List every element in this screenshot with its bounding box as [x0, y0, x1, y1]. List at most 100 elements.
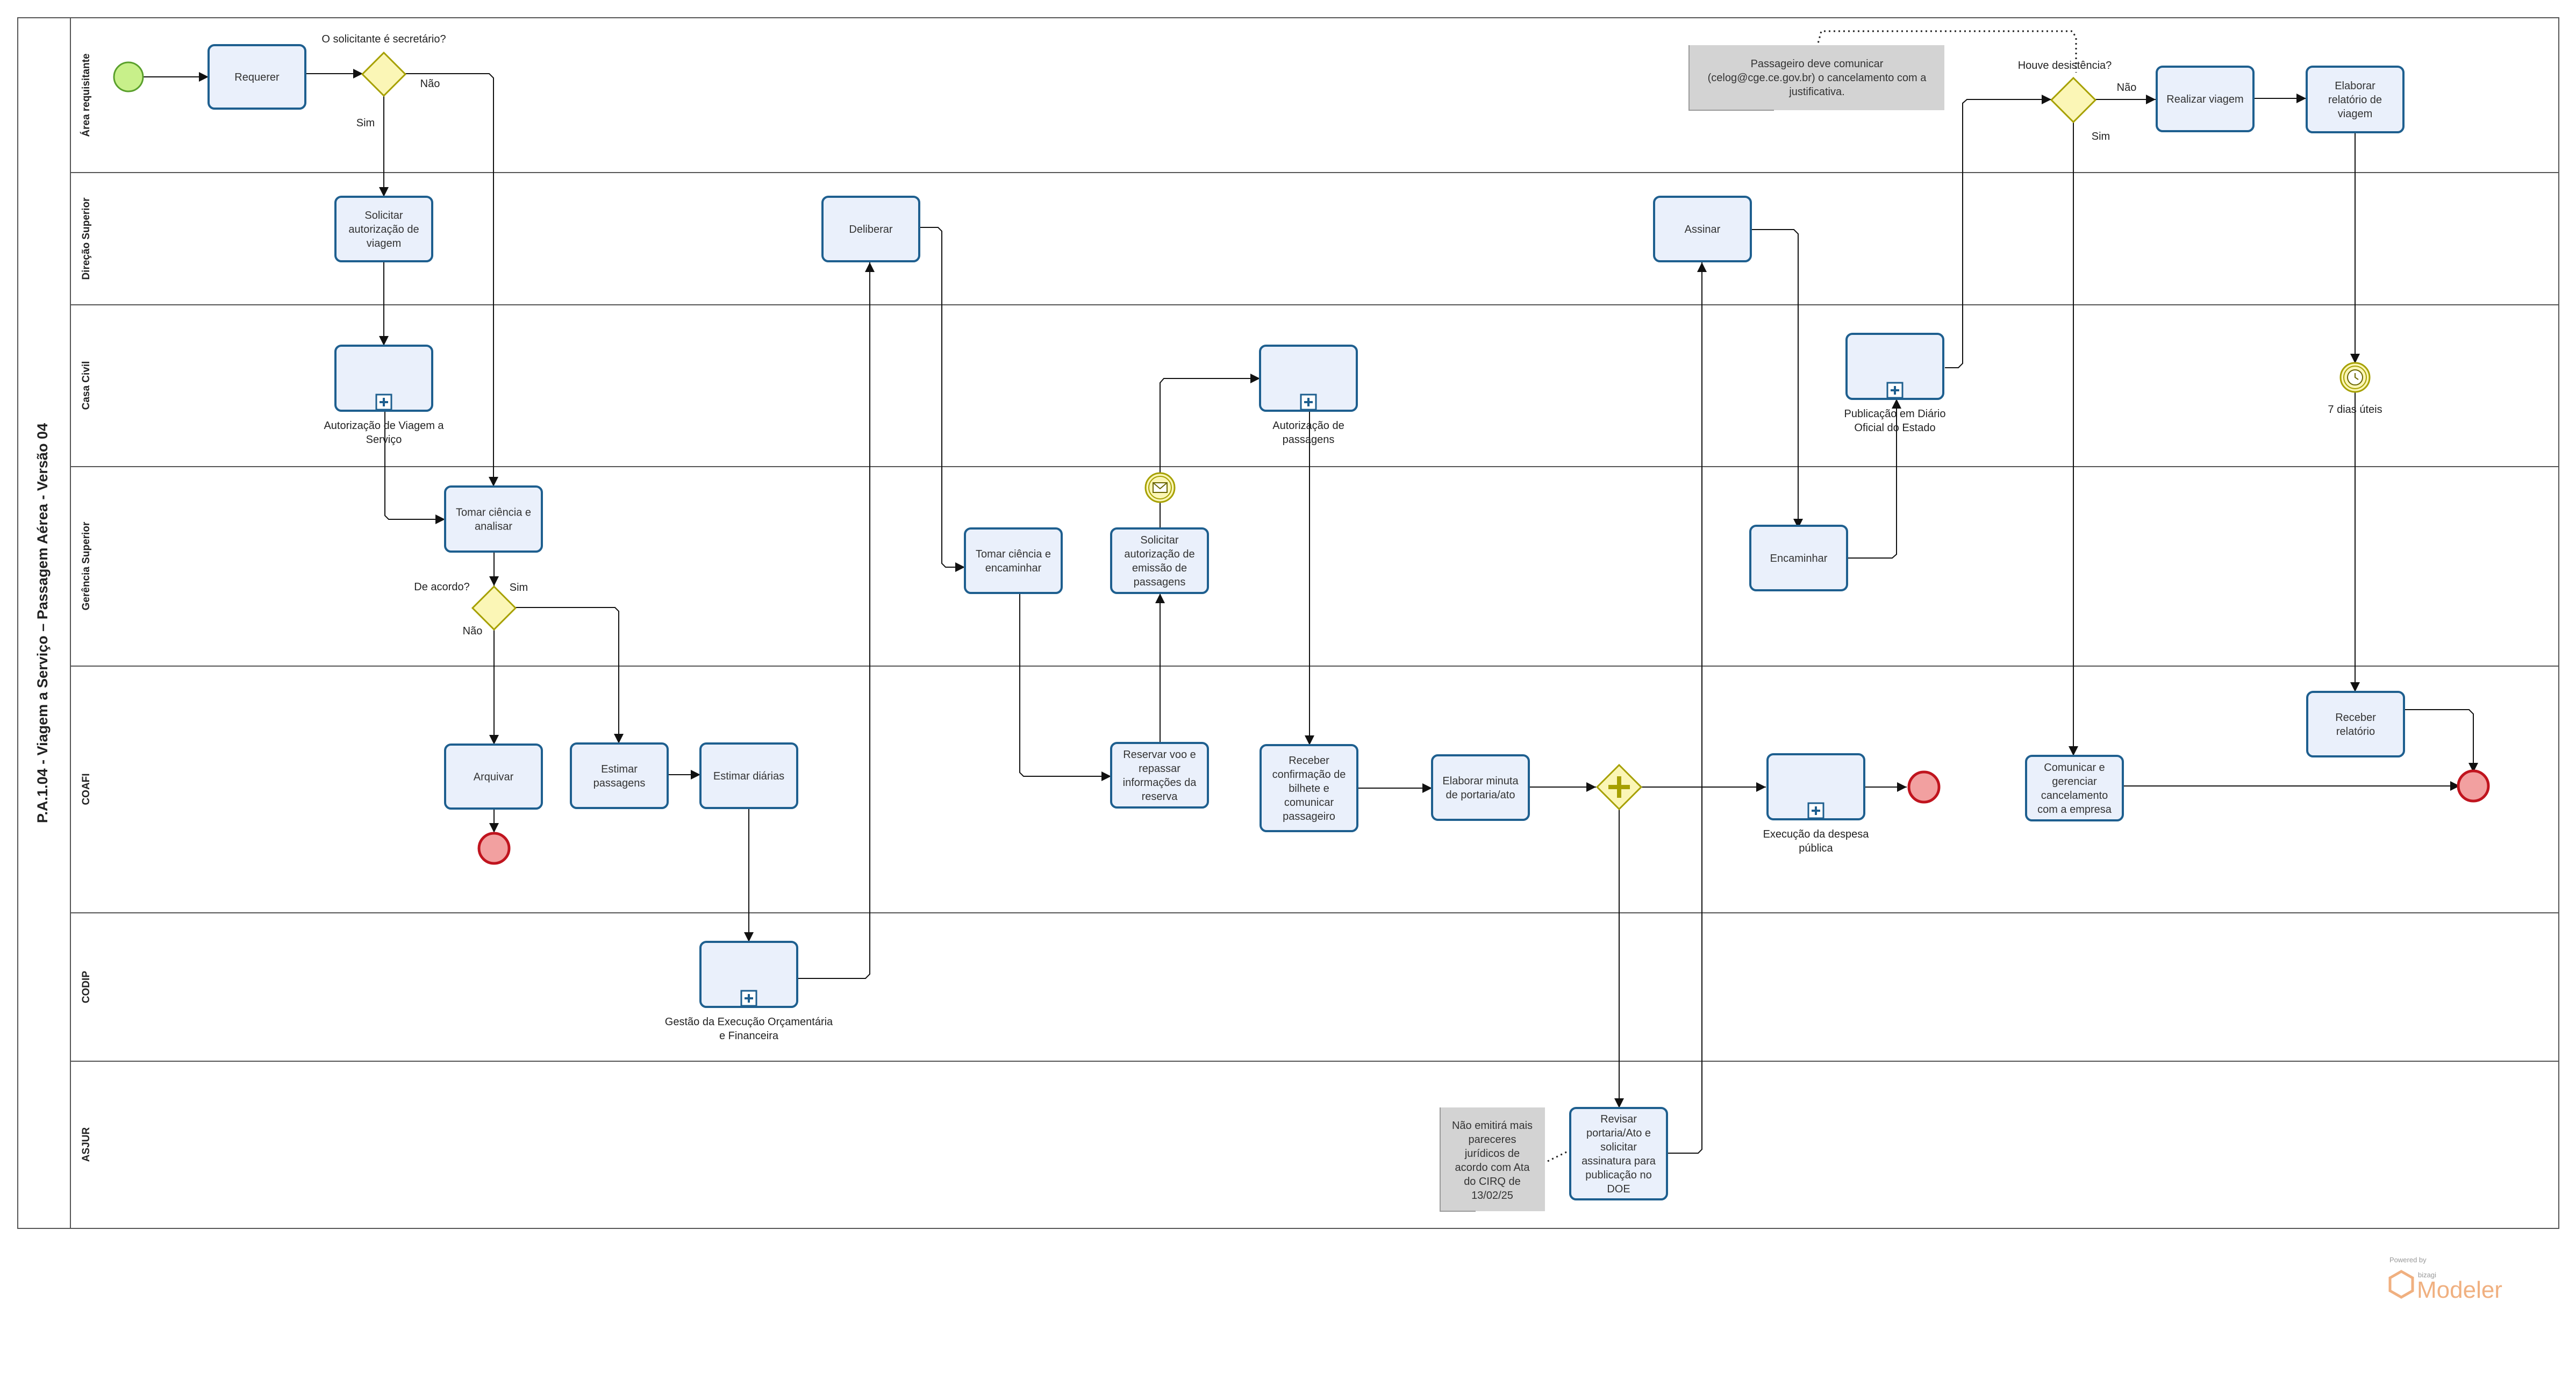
note-asjur-line-4: acordo com Ata — [1455, 1162, 1530, 1174]
subprocess-gestao-execucao[interactable] — [699, 941, 798, 1008]
flow-label-sim-3: Sim — [2092, 131, 2110, 142]
task-label-encaminhar-line-1: Encaminhar — [1770, 553, 1828, 564]
subprocess-autorizacao-viagem[interactable] — [334, 345, 433, 412]
task-label-solicitar-autorizacao-line-1: Solicitar — [364, 210, 403, 221]
task-label-reservar-voo-line-1: Reservar voo e — [1123, 749, 1196, 761]
task-label-reservar-voo-line-3: informações da — [1123, 777, 1197, 789]
message-intermediate-event[interactable] — [1144, 472, 1176, 503]
end-event-execucao[interactable] — [1907, 770, 1941, 804]
flow-autorizacao-to-tomar-ciencia — [384, 411, 445, 524]
subprocess-label-gestao-execucao-line-1: Gestão da Execução Orçamentária — [665, 1016, 833, 1028]
task-label-assinar-line-1: Assinar — [1685, 224, 1721, 235]
task-requerer[interactable]: Requerer — [207, 44, 306, 110]
subprocess-autorizacao-passagens[interactable] — [1259, 345, 1358, 412]
task-label-comunicar-gerenciar-line-1: Comunicar e — [2044, 762, 2105, 774]
subprocess-label-execucao-despesa-line-1: Execução da despesa — [1763, 828, 1870, 840]
task-label-comunicar-gerenciar-line-3: cancelamento — [2041, 790, 2108, 802]
task-label-deliberar-line-1: Deliberar — [849, 224, 892, 235]
association-note-asjur — [1547, 1149, 1570, 1162]
task-label-solicitar-autorizacao-line-3: viagem — [367, 238, 401, 249]
subprocess-label-gestao-execucao-line-2: e Financeira — [719, 1030, 779, 1042]
task-label-estimar-passagens-line-1: Estimar — [601, 763, 638, 775]
flow-receber-relatorio-to-end — [2405, 709, 2478, 773]
task-estimar-passagens[interactable]: Estimar passagens — [570, 742, 669, 809]
flow-label-sim-2: Sim — [510, 582, 528, 594]
task-label-receber-confirmacao-line-3: bilhete e — [1289, 783, 1329, 795]
task-arquivar[interactable]: Arquivar — [444, 743, 543, 810]
note-asjur-line-3: jurídicos de — [1464, 1148, 1520, 1160]
note-passageiro: Passageiro deve comunicar (celog@cge.ce.… — [1688, 45, 1944, 111]
task-realizar-viagem[interactable]: Realizar viagem — [2156, 66, 2255, 132]
subprocess-plus-icon — [1807, 802, 1824, 819]
task-label-elaborar-relatorio-line-1: Elaborar — [2335, 80, 2375, 92]
lane-title-asjur: ASJUR — [81, 1127, 92, 1162]
task-label-revisar-portaria-line-4: assinatura para — [1582, 1155, 1656, 1167]
flow-de-acordo-yes-to-estimar-passagens — [516, 607, 624, 743]
task-label-receber-relatorio-line-2: relatório — [2336, 726, 2375, 738]
task-label-revisar-portaria-line-3: solicitar — [1600, 1141, 1637, 1153]
subprocess-label-autorizacao-viagem-line-1: Autorização de Viagem a — [324, 420, 444, 432]
gateway-houve-desistencia-label: Houve desistência? — [2018, 60, 2112, 72]
task-label-elaborar-relatorio-line-2: relatório de — [2328, 94, 2382, 106]
gateway-solicitante-secretario[interactable] — [361, 51, 407, 97]
subprocess-label-autorizacao-passagens-line-2: passagens — [1283, 434, 1335, 446]
flow-gateway-no-to-tomar-ciencia — [405, 73, 498, 487]
task-label-receber-confirmacao-line-1: Receber — [1289, 755, 1329, 767]
parallel-gateway[interactable] — [1595, 763, 1643, 811]
task-label-realizar-viagem-line-1: Realizar viagem — [2166, 94, 2243, 105]
task-encaminhar[interactable]: Encaminhar — [1749, 525, 1848, 591]
end-event-arquivar[interactable] — [477, 832, 511, 865]
note-asjur-line-6: 13/02/25 — [1471, 1190, 1513, 1202]
task-label-estimar-diarias-line-1: Estimar diárias — [713, 770, 784, 782]
note-passageiro-line-2: (celog@cge.ce.gov.br) o cancelamento com… — [1708, 72, 1927, 84]
clock-icon — [2347, 369, 2363, 385]
subprocess-publicacao-diario[interactable] — [1845, 333, 1944, 400]
task-assinar[interactable]: Assinar — [1653, 196, 1752, 262]
task-label-comunicar-gerenciar-line-2: gerenciar — [2052, 776, 2097, 788]
envelope-icon — [1153, 482, 1168, 493]
subprocess-label-publicacao-diario-line-2: Oficial do Estado — [1854, 422, 1935, 434]
timer-label: 7 dias úteis — [2328, 404, 2382, 416]
task-label-receber-confirmacao-line-4: comunicar — [1284, 797, 1334, 809]
task-estimar-diarias[interactable]: Estimar diárias — [699, 742, 798, 809]
subprocess-label-publicacao-diario-line-1: Publicação em Diário — [1844, 408, 1946, 420]
flow-label-nao-1: Não — [420, 78, 440, 90]
bizagi-text: bizagi — [2418, 1271, 2436, 1279]
task-label-revisar-portaria-line-6: DOE — [1607, 1183, 1630, 1195]
timer-intermediate-event[interactable] — [2339, 362, 2371, 393]
subprocess-execucao-despesa[interactable] — [1766, 753, 1865, 820]
note-passageiro-line-1: Passageiro deve comunicar — [1751, 58, 1884, 70]
task-deliberar[interactable]: Deliberar — [821, 196, 920, 262]
end-event-final[interactable] — [2457, 769, 2490, 803]
task-label-estimar-passagens-line-2: passagens — [593, 777, 646, 789]
lane-title-casa-civil: Casa Civil — [81, 361, 92, 410]
start-event[interactable] — [113, 61, 144, 92]
gateway-de-acordo[interactable] — [471, 585, 517, 631]
flow-label-nao-2: Não — [463, 625, 483, 637]
gateway-houve-desistencia[interactable] — [2050, 76, 2097, 124]
task-label-tomar-ciencia-encaminhar-line-2: encaminhar — [985, 562, 1042, 574]
flow-label-nao-3: Não — [2117, 82, 2137, 94]
bizagi-logo-icon — [2388, 1270, 2414, 1299]
flow-gestao-to-deliberar — [798, 262, 875, 979]
task-label-revisar-portaria-line-5: publicação no — [1585, 1169, 1651, 1181]
note-asjur: Não emitirá mais pareceres jurídicos de … — [1440, 1107, 1545, 1212]
task-label-solicitar-emissao-line-1: Solicitar — [1140, 534, 1178, 546]
note-asjur-line-2: pareceres — [1469, 1134, 1516, 1146]
association-note-passageiro — [1816, 30, 2077, 73]
lane-title-codip: CODIP — [81, 971, 92, 1004]
flow-message-to-autorizacao-passagens — [1160, 374, 1260, 473]
task-label-reservar-voo-line-2: repassar — [1139, 763, 1180, 775]
